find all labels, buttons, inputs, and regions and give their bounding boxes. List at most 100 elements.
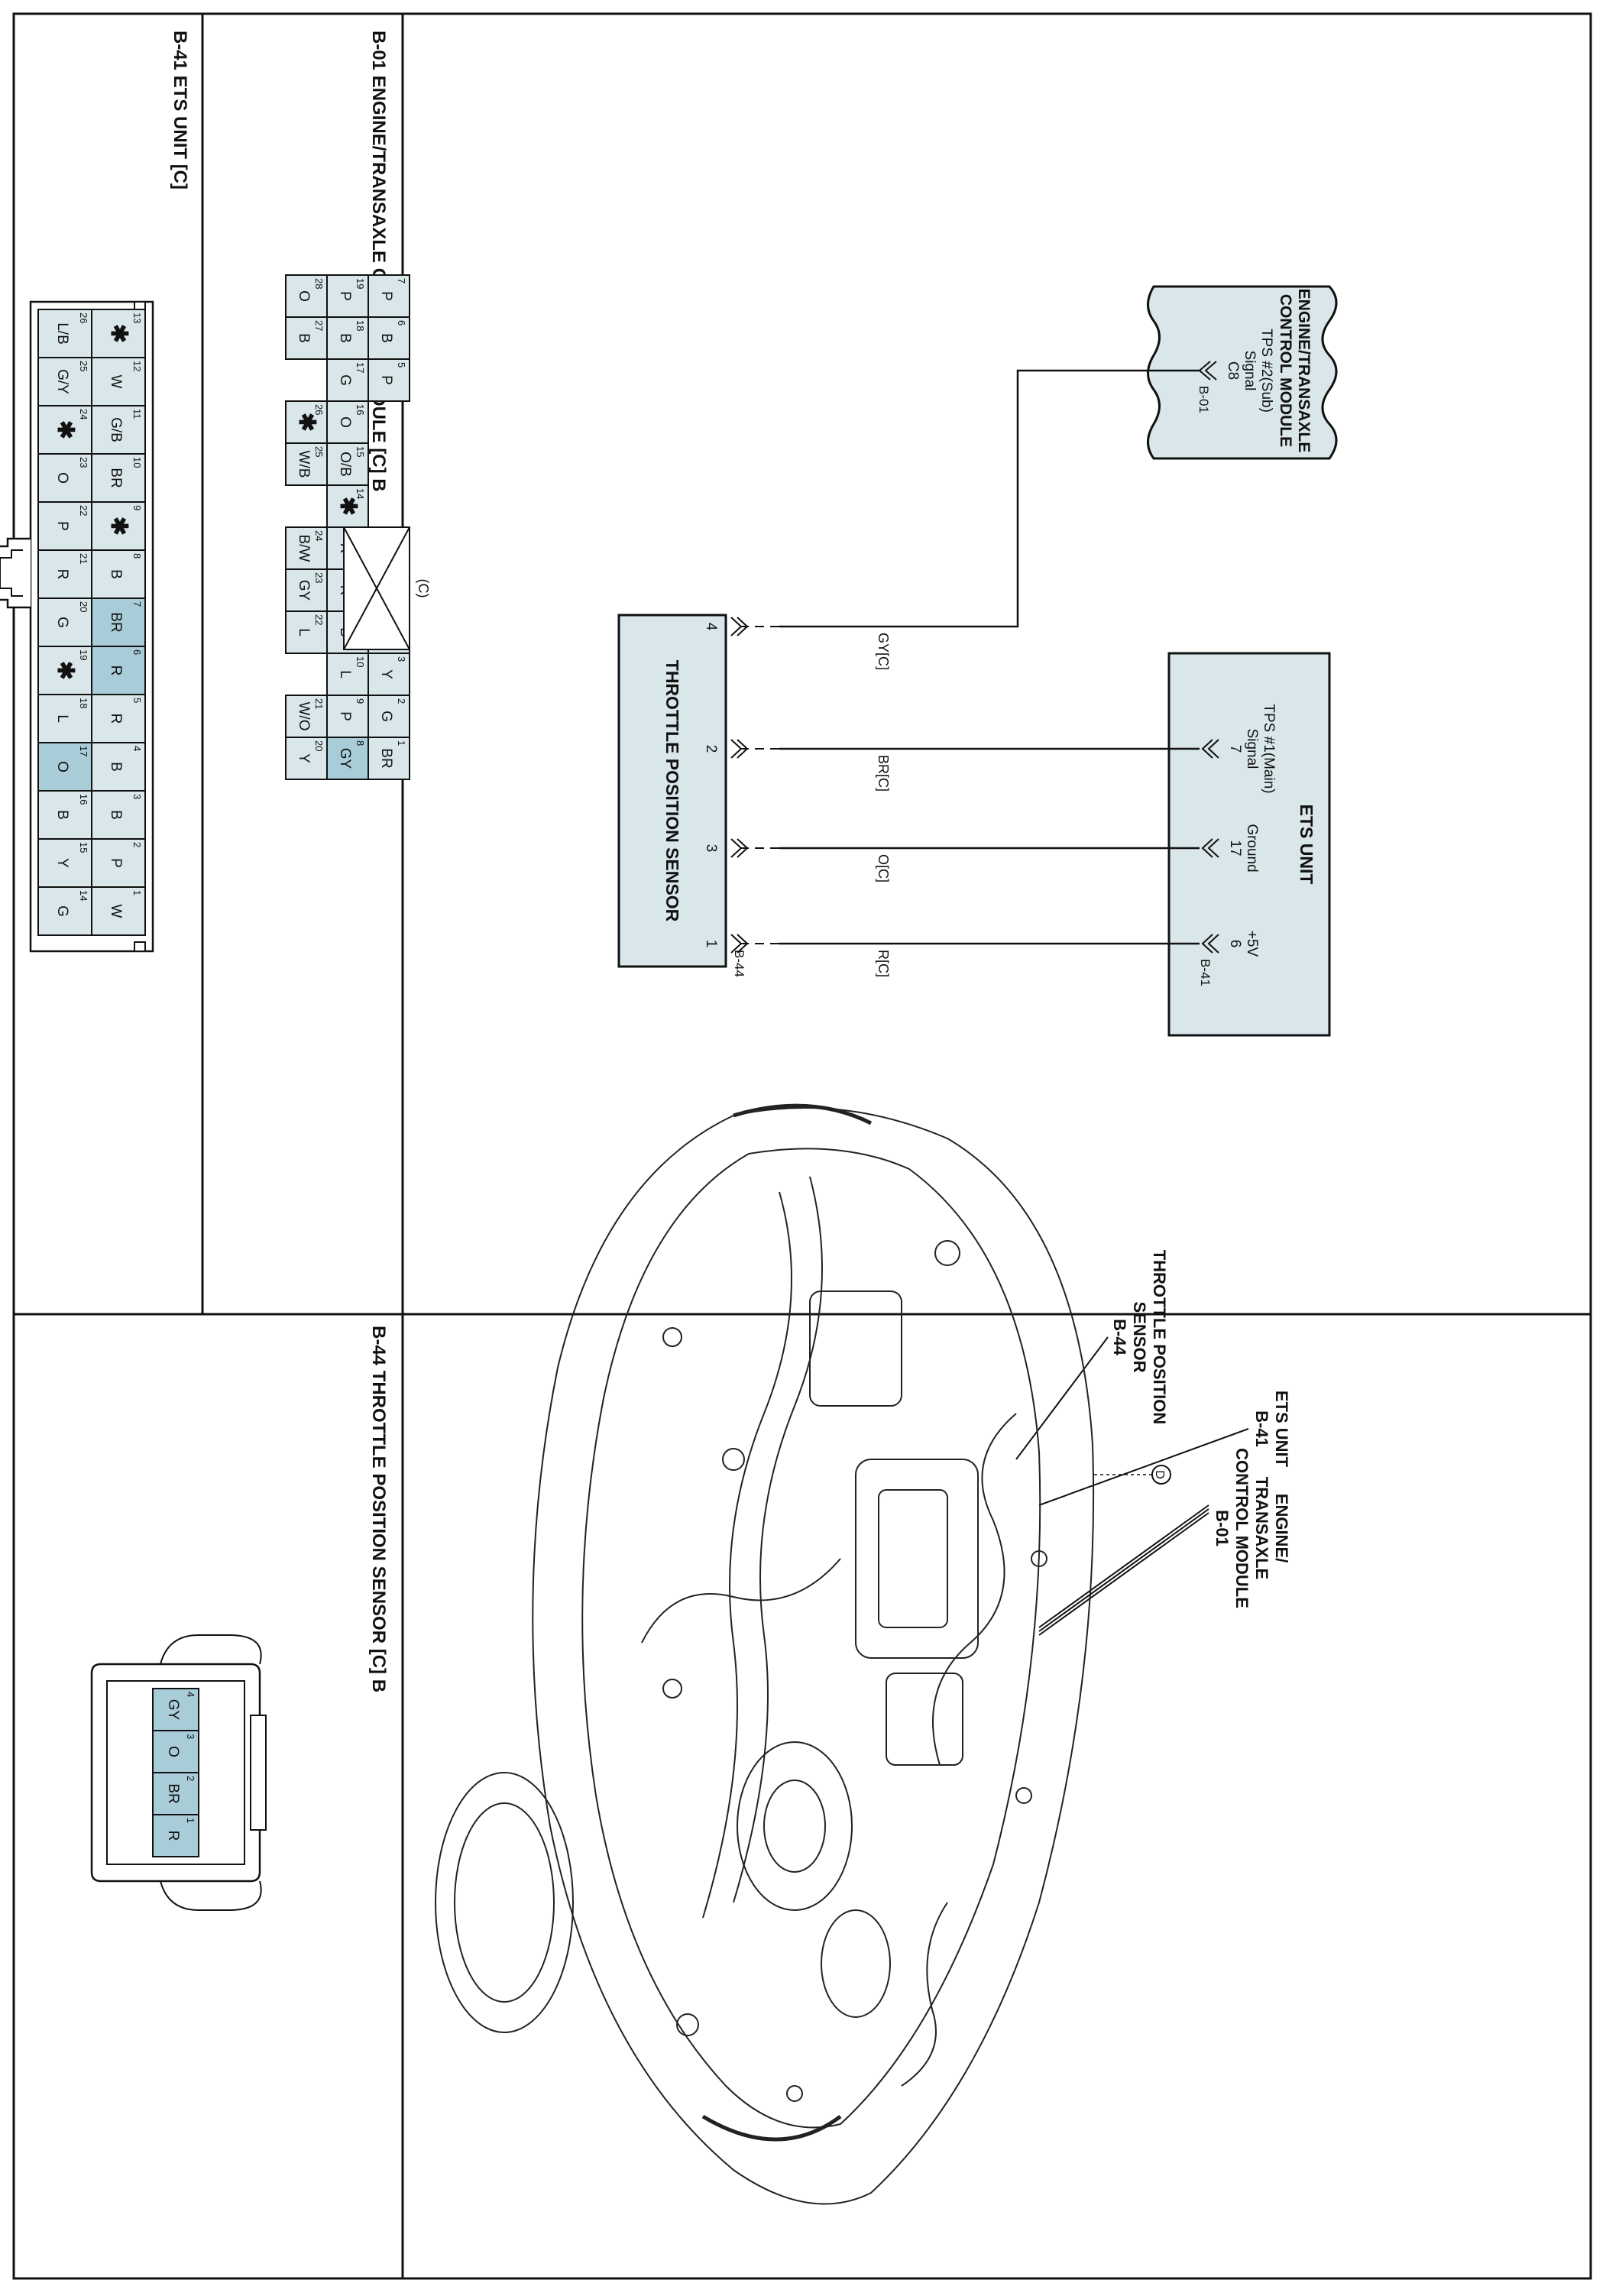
b41-pin-12-color: W (108, 375, 124, 389)
tps-pin-1: 1 (703, 940, 719, 948)
b41-pin-12-number: 12 (131, 361, 143, 371)
svg-text:B-01: B-01 (1213, 1510, 1232, 1546)
b01-pin-5-color: P (378, 375, 394, 385)
ets-pin-17-num: 17 (1227, 840, 1243, 856)
b01-cavity-label: (C) (416, 579, 431, 598)
svg-text:TRANSAXLE: TRANSAXLE (1252, 1477, 1271, 1579)
b01-pin-5-number: 5 (396, 362, 407, 368)
b41-pin-16-number: 16 (78, 794, 89, 805)
wire-runs (779, 369, 1200, 945)
ets-pin-6-num: 6 (1227, 940, 1243, 948)
ecm-signal-1: TPS #2(Sub) (1258, 329, 1274, 413)
b41-pin-11-number: 11 (131, 409, 143, 419)
tps-shield-dashes (741, 626, 779, 944)
b01-pin-22-cell (285, 610, 328, 654)
callout-ets: ETS UNIT B-41 (1252, 1391, 1291, 1468)
b41-pin-4-number: 4 (131, 746, 143, 751)
b41-pin-11-color: G/B (108, 417, 124, 442)
tps-connector-label: B-44 (732, 950, 746, 977)
b41-pin-18-color: L (54, 714, 70, 723)
b01-pin-22-number: 22 (313, 614, 325, 625)
b41-title: B-41 ETS UNIT [C] (170, 31, 190, 189)
ecm-title-1: ENGINE/TRANSAXLE (1295, 289, 1313, 453)
b01-pin-23-number: 23 (313, 572, 325, 583)
tps-pin-2: 2 (703, 745, 719, 753)
b41-pin-5-color: R (108, 714, 124, 724)
b41-cell-grid: 13✱12W11G/B10BR9✱8B7BR6R5R4B3B2P1W26L/B2… (37, 309, 146, 936)
b41-pin-24-number: 24 (78, 409, 89, 419)
b01-pin-28-color: O (296, 290, 312, 302)
b01-pin-7-color: P (378, 291, 394, 301)
b44-pin-2-number: 2 (185, 1776, 196, 1781)
ets-pin-7-label-2: Signal (1244, 729, 1260, 769)
ecm-box: ENGINE/TRANSAXLE CONTROL MODULE TPS #2(S… (1147, 285, 1338, 460)
b41-pin-3-color: B (108, 810, 124, 820)
b41-pin-23-color: O (54, 472, 70, 484)
b41-pin-1-color: W (108, 905, 124, 918)
b41-pin-2-color: P (108, 858, 124, 868)
b01-blank-cavity (343, 526, 410, 650)
b41-pin-16-color: B (54, 810, 70, 820)
tps-title: THROTTLE POSITION SENSOR (662, 660, 682, 922)
b01-pin-27-cell (285, 316, 328, 360)
b01-pin-2-number: 2 (396, 698, 407, 704)
ecm-pin: C8 (1225, 361, 1241, 380)
b01-pin-23-color: GY (296, 580, 312, 601)
b41-pin-5-number: 5 (131, 698, 143, 703)
b41-pin-10-color: BR (108, 468, 124, 487)
b41-pin-3-number: 3 (131, 794, 143, 799)
b01-pin-20-cell (285, 737, 328, 780)
b01-pin-21-number: 21 (313, 698, 325, 709)
b41-pin-9-color: ✱ (106, 517, 131, 536)
engine-bay-illustration (435, 1103, 1095, 2205)
b44-pin-4-color: GY (165, 1699, 181, 1721)
sheet-frame (12, 12, 1592, 2280)
b41-pin-13-number: 13 (131, 313, 143, 323)
b01-pin-10-number: 10 (355, 656, 366, 667)
b41-pin-4-color: B (108, 762, 124, 772)
callout-tps: THROTTLE POSITION SENSOR B-44 (1110, 1250, 1169, 1425)
tps-pin-4: 4 (703, 623, 719, 631)
svg-text:B-44: B-44 (1110, 1319, 1129, 1355)
b01-pin-16-color: O (337, 416, 353, 428)
b41-pin-21-color: R (54, 569, 70, 580)
schematic-panel: ENGINE/TRANSAXLE CONTROL MODULE TPS #2(S… (617, 285, 1338, 1037)
b01-pin-21-color: W/O (296, 702, 312, 731)
b01-pin-1-number: 1 (396, 740, 407, 746)
svg-text:ETS UNIT: ETS UNIT (1272, 1391, 1291, 1468)
ecm-title-2: CONTROL MODULE (1277, 294, 1294, 447)
b44-title-group: B-44 THROTTLE POSITION SENSOR [C] B (368, 1326, 389, 1692)
b01-pin-18-color: B (337, 333, 353, 343)
b41-pin-7-color: BR (108, 612, 124, 632)
b01-pin-26-color: ✱ (294, 413, 319, 432)
b01-pin-27-number: 27 (313, 320, 325, 331)
ets-box: ETS UNIT TPS #1(Main) Signal 7 Ground 17… (1167, 652, 1331, 1037)
b41-pin-10-number: 10 (131, 457, 143, 468)
b01-pin-14-color: ✱ (335, 497, 361, 516)
b01-pin-19-number: 19 (355, 278, 366, 289)
wire-label-br: BR[C] (876, 755, 891, 792)
b44-pin-1-cell (152, 1814, 199, 1857)
b41-pin-25-color: G/Y (54, 369, 70, 394)
svg-text:SENSOR: SENSOR (1130, 1302, 1149, 1373)
ets-pin-6-label-1: +5V (1244, 931, 1260, 957)
b41-pin-19-color: ✱ (53, 661, 78, 680)
svg-text:THROTTLE POSITION: THROTTLE POSITION (1150, 1250, 1169, 1425)
ets-pin-17-label-1: Ground (1244, 824, 1260, 872)
b01-pin-15-number: 15 (355, 446, 366, 457)
callout-ecm: ENGINE/ TRANSAXLE CONTROL MODULE B-01 (1213, 1448, 1291, 1608)
b44-title: B-44 THROTTLE POSITION SENSOR [C] B (368, 1326, 389, 1692)
b01-pin-7-number: 7 (396, 278, 407, 283)
b44-pin-3-color: O (165, 1746, 181, 1757)
wire-gy (779, 369, 1200, 628)
b01-pin-15-color: O/B (337, 452, 353, 477)
ground-mark-label: D (1153, 1470, 1166, 1479)
b01-pin-20-number: 20 (313, 740, 325, 751)
b01-pin-25-cell (285, 442, 328, 486)
b01-title-group: B-01 ENGINE/TRANSAXLE CONTROL MODULE [C]… (368, 31, 389, 492)
b01-pin-3-number: 3 (396, 656, 407, 662)
b41-pin-20-number: 20 (78, 601, 89, 612)
b41-pin-2-number: 2 (131, 842, 143, 847)
